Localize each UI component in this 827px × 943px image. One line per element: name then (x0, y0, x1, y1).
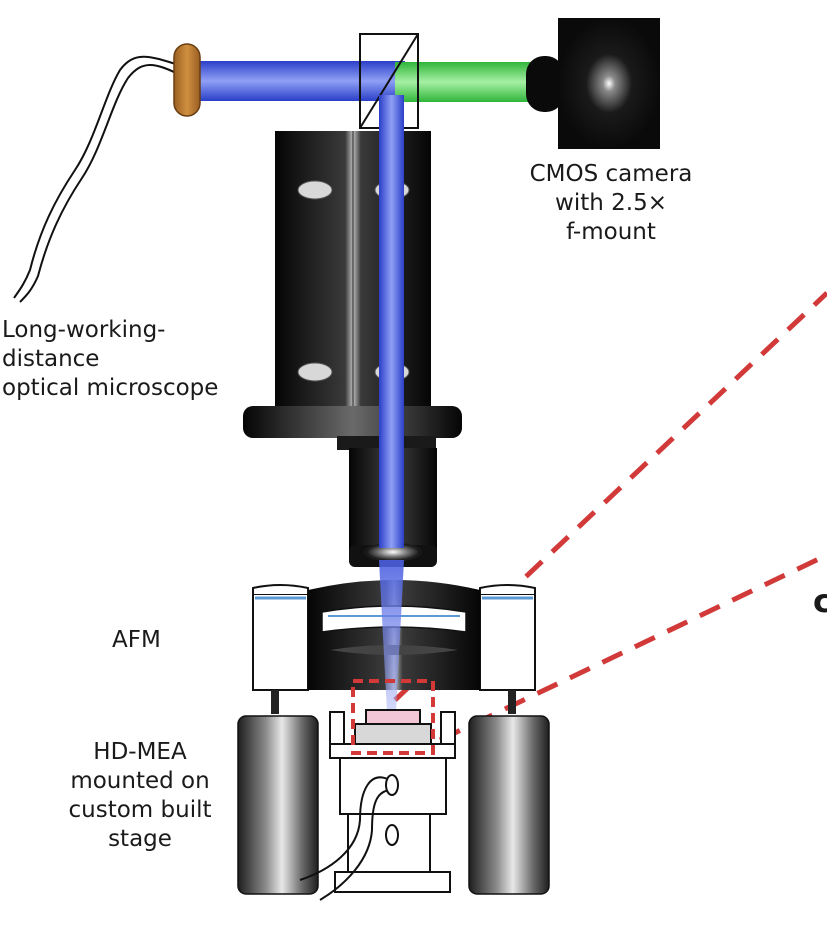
stage-legs (237, 715, 550, 895)
microscope-label-line-2: distance (2, 346, 100, 372)
stage-label: HD-MEA mounted on custom built stage (50, 738, 230, 854)
microscope-label: Long-working- distance optical microscop… (2, 316, 218, 403)
afm-label: AFM (112, 627, 161, 653)
microscope-body (275, 131, 431, 411)
camera-label-line-2: with 2.5× (555, 190, 667, 216)
cmos-camera (526, 18, 660, 149)
stage-label-line-2: mounted on (70, 768, 210, 794)
microscope-label-line-1: Long-working- (2, 317, 166, 343)
custom-stage (329, 709, 456, 893)
lamp-cable (13, 55, 183, 303)
stage-label-line-4: stage (108, 826, 172, 852)
microscope-flange (243, 406, 462, 438)
zoom-region-box (351, 679, 435, 755)
camera-label-line-3: f-mount (566, 219, 656, 245)
stage-label-line-3: custom built (68, 797, 212, 823)
stage-label-line-1: HD-MEA (93, 739, 187, 765)
camera-label: CMOS camera with 2.5× f-mount (516, 160, 706, 247)
green-beam (395, 62, 532, 102)
camera-label-line-1: CMOS camera (529, 161, 693, 187)
zoom-callout-lines (393, 291, 827, 743)
stage-cables (299, 774, 399, 901)
edge-letter: c (813, 582, 827, 620)
focus-cone (379, 560, 404, 712)
blue-beam-horizontal (200, 61, 405, 101)
blue-beam-vertical (379, 95, 404, 548)
microscope-label-line-3: optical microscope (2, 375, 219, 401)
light-source-lamp (173, 43, 201, 117)
